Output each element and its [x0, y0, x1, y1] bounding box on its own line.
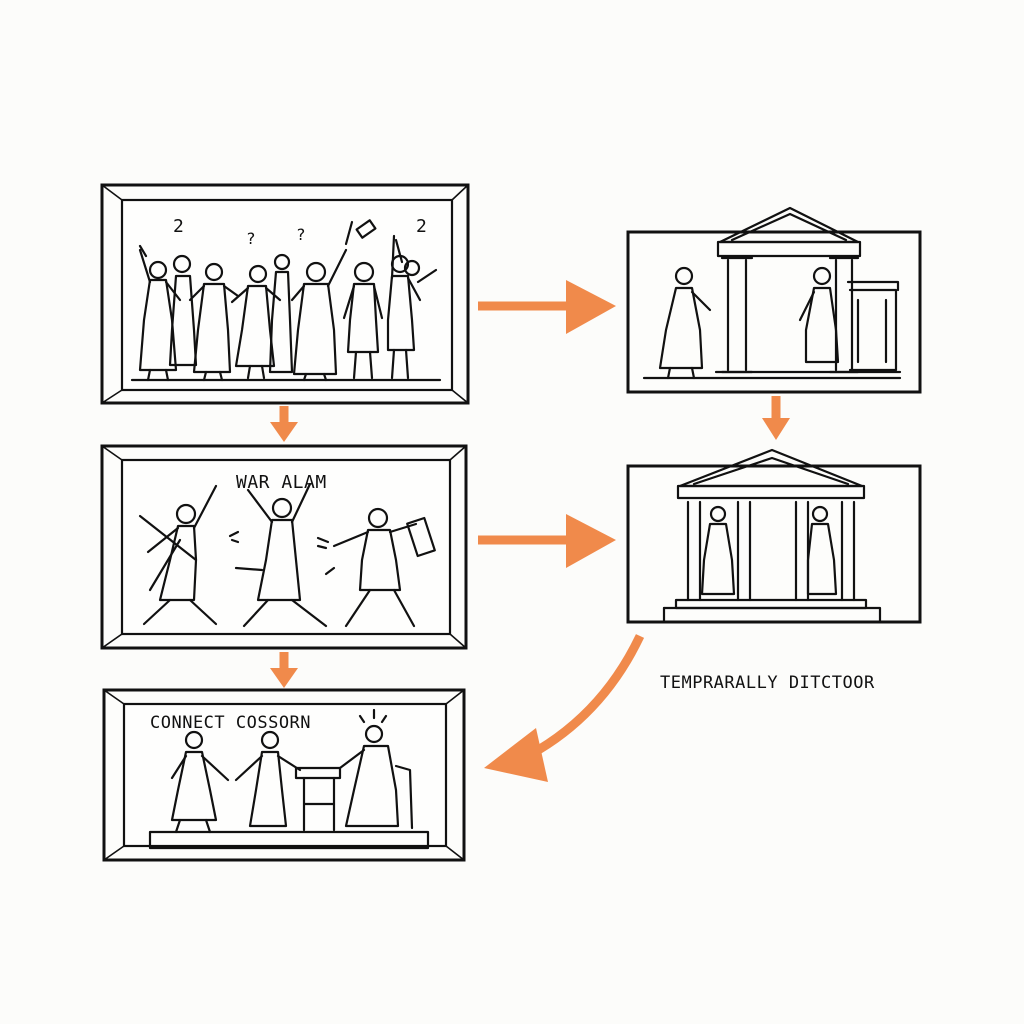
- battle-caption: WAR ALAM: [236, 472, 327, 493]
- council-figures: [148, 708, 430, 850]
- council-caption: CONNECT COSSORN: [150, 713, 311, 733]
- arrow-crowd-to-battle: [270, 406, 298, 442]
- arrow-battle-to-statues: [478, 514, 616, 568]
- panel-council: CONNECT COSSORN: [102, 688, 466, 862]
- panel-crowd: 2 ? ? 2: [100, 183, 470, 405]
- arrow-temple-to-statues: [762, 396, 790, 440]
- crowd-mark-4: 2: [416, 216, 427, 237]
- temple-statues-drawing: [662, 448, 882, 624]
- crowd-mark-3: ?: [296, 225, 306, 244]
- crowd-mark-2: ?: [246, 229, 256, 248]
- arrow-battle-to-council: [270, 652, 298, 688]
- crowd-figures: [130, 219, 442, 382]
- crowd-mark-1: 2: [173, 216, 184, 237]
- arrow-statues-to-council: [484, 634, 645, 782]
- panel-temple-statues: [626, 448, 922, 624]
- temple-meeting-drawing: [642, 206, 902, 380]
- side-caption: TEMPRARALLY DITCTOOR: [660, 673, 875, 693]
- arrow-crowd-to-temple: [478, 280, 616, 334]
- battle-figures: [138, 482, 436, 628]
- panel-battle: WAR ALAM: [100, 444, 468, 650]
- panel-temple-meeting: [626, 206, 922, 394]
